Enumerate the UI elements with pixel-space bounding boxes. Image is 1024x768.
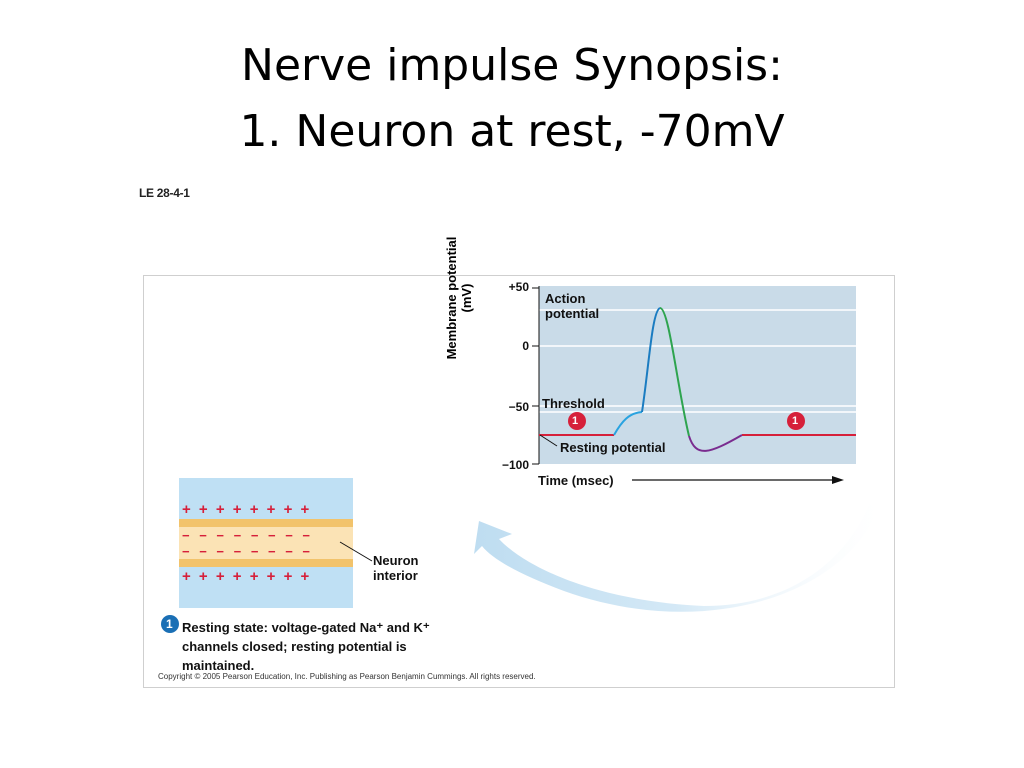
threshold-label: Threshold <box>542 396 605 411</box>
marker-1-right-number: 1 <box>792 415 799 427</box>
inner-minus-charges-bottom: − − − − − − − − <box>182 544 314 559</box>
resting-potential-label: Resting potential <box>560 440 666 455</box>
undershoot <box>688 434 743 452</box>
x-axis-label: Time (msec) <box>538 473 614 488</box>
rising-phase <box>641 307 661 413</box>
copyright-text: Copyright © 2005 Pearson Education, Inc.… <box>158 672 536 681</box>
falling-phase <box>659 307 690 437</box>
y-axis-label: Membrane potential (mV) <box>444 236 474 360</box>
lower-plus-charges: + + + + + + + + <box>182 568 312 585</box>
cycle-arrow <box>474 504 879 612</box>
y-tick-plus50: +50 <box>508 280 529 294</box>
slide-title-line1: Nerve impulse Synopsis: <box>241 40 783 91</box>
caption-text: Resting state: voltage-gated Na⁺ and K⁺ … <box>182 620 430 673</box>
y-tick-minus50: −50 <box>508 400 529 414</box>
caption-marker <box>161 615 179 633</box>
figure-panel: Membrane potential (mV) +50 0 −50 −100 A… <box>143 237 895 688</box>
y-tick-0: 0 <box>522 339 529 353</box>
depolarization-curve <box>613 411 643 436</box>
outer-plus-charges: + + + + + + + + <box>182 501 312 518</box>
marker-1-left-number: 1 <box>572 415 579 427</box>
figure-id-label: LE 28-4-1 <box>139 186 190 200</box>
action-potential-label: Action potential <box>545 291 600 321</box>
caption-number: 1 <box>166 617 173 631</box>
inner-minus-charges-top: − − − − − − − − <box>182 528 314 543</box>
marker-1-right <box>787 412 805 430</box>
slide-title-line2: 1. Neuron at rest, -70mV <box>239 106 785 157</box>
marker-1-left <box>568 412 586 430</box>
y-tick-minus100: −100 <box>501 458 529 472</box>
neuron-interior-label: Neuron interior <box>373 553 419 583</box>
figure-drawing <box>161 286 879 633</box>
